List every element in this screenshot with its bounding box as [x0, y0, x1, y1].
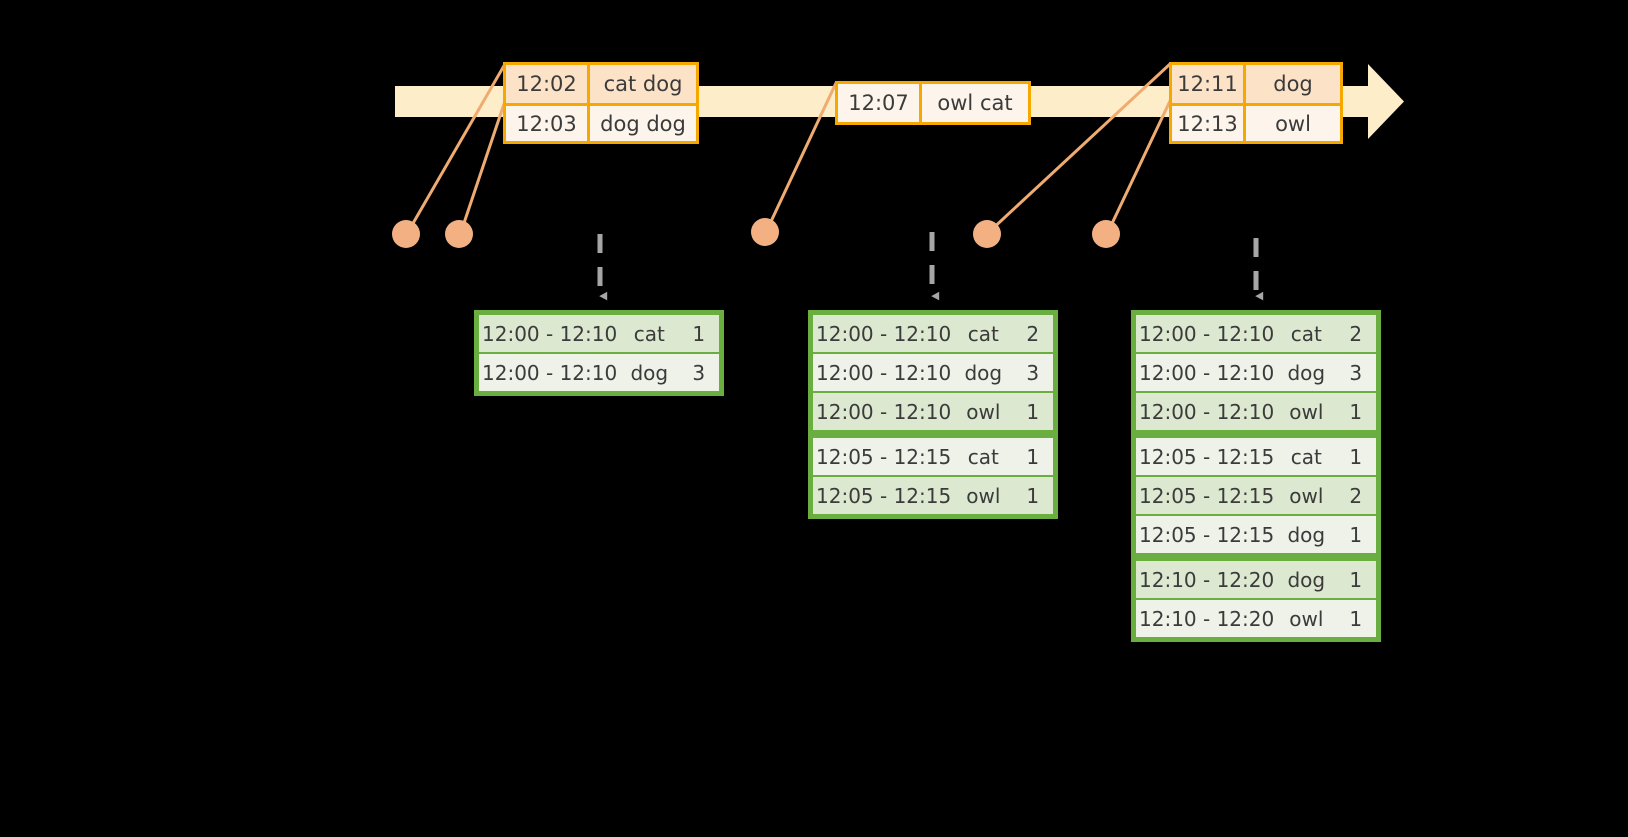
cell-word: cat	[1279, 438, 1334, 475]
cell-word: owl	[956, 477, 1011, 514]
cell-word: owl	[1279, 477, 1334, 514]
event-row: 12:03 dog dog	[506, 103, 696, 141]
connector-dots	[392, 218, 1120, 248]
cell-count: 1	[1335, 600, 1376, 637]
cell-window: 12:05 - 12:15	[1136, 477, 1278, 514]
cell-word: cat	[622, 315, 677, 352]
cell-window: 12:05 - 12:15	[813, 477, 955, 514]
cell-word: dog	[1279, 561, 1334, 598]
table-row: 12:00 - 12:10 dog 3	[1136, 354, 1376, 391]
cell-count: 2	[1335, 477, 1376, 514]
window-group-separator	[1136, 555, 1376, 559]
cell-count: 3	[1335, 354, 1376, 391]
cell-window: 12:00 - 12:10	[479, 354, 621, 391]
connector-dot-4	[973, 220, 1001, 248]
cell-window: 12:00 - 12:10	[813, 315, 955, 352]
cell-word: owl	[956, 393, 1011, 430]
cell-count: 3	[1012, 354, 1053, 391]
cell-word: dog	[622, 354, 677, 391]
cell-word: owl	[1279, 393, 1334, 430]
cell-window: 12:00 - 12:10	[1136, 315, 1278, 352]
table-row: 12:05 - 12:15 owl 2	[1136, 477, 1376, 514]
event-time: 12:11	[1172, 65, 1246, 103]
table-row: 12:00 - 12:10 cat 2	[1136, 315, 1376, 352]
event-row: 12:13 owl	[1172, 103, 1340, 141]
cell-word: owl	[1279, 600, 1334, 637]
cell-word: cat	[956, 315, 1011, 352]
cell-window: 12:05 - 12:15	[1136, 516, 1278, 553]
cell-count: 1	[1335, 516, 1376, 553]
cell-count: 1	[678, 315, 719, 352]
window-group-separator	[813, 432, 1053, 436]
event-words: owl	[1275, 111, 1311, 136]
cell-window: 12:00 - 12:10	[1136, 393, 1278, 430]
connector-dot-1	[392, 220, 420, 248]
event-time: 12:02	[506, 65, 590, 103]
cell-word: dog	[1279, 516, 1334, 553]
cell-count: 1	[1335, 438, 1376, 475]
cell-word: cat	[1279, 315, 1334, 352]
trigger-arrows	[597, 232, 1264, 301]
table-row: 12:00 - 12:10 dog 3	[813, 354, 1053, 391]
connector-dot-2	[445, 220, 473, 248]
table-row: 12:00 - 12:10 cat 1	[479, 315, 719, 352]
result-table-3: 12:00 - 12:10 cat 2 12:00 - 12:10 dog 3 …	[1131, 310, 1381, 642]
table-row: 12:05 - 12:15 cat 1	[813, 438, 1053, 475]
table-row: 12:00 - 12:10 cat 2	[813, 315, 1053, 352]
cell-word: dog	[956, 354, 1011, 391]
cell-word: dog	[1279, 354, 1334, 391]
event-time: 12:03	[506, 106, 590, 141]
cell-window: 12:00 - 12:10	[479, 315, 621, 352]
table-row: 12:05 - 12:15 owl 1	[813, 477, 1053, 514]
cell-count: 1	[1012, 477, 1053, 514]
event-row: 12:11 dog	[1172, 65, 1340, 103]
cell-count: 3	[678, 354, 719, 391]
event-row: 12:02 cat dog	[506, 65, 696, 103]
table-row: 12:00 - 12:10 owl 1	[813, 393, 1053, 430]
cell-count: 1	[1012, 438, 1053, 475]
connector-line-2	[459, 99, 507, 234]
event-words: cat dog	[603, 72, 683, 96]
cell-count: 1	[1335, 561, 1376, 598]
connector-line-5	[1106, 99, 1172, 234]
event-words: dog	[1273, 72, 1313, 96]
event-group-1: 12:02 cat dog 12:03 dog dog	[503, 62, 699, 144]
event-words: dog dog	[600, 111, 686, 136]
cell-window: 12:10 - 12:20	[1136, 600, 1278, 637]
cell-window: 12:00 - 12:10	[813, 393, 955, 430]
cell-window: 12:10 - 12:20	[1136, 561, 1278, 598]
table-row: 12:00 - 12:10 dog 3	[479, 354, 719, 391]
connector-dot-5	[1092, 220, 1120, 248]
cell-window: 12:05 - 12:15	[1136, 438, 1278, 475]
cell-count: 2	[1012, 315, 1053, 352]
cell-count: 1	[1335, 393, 1376, 430]
cell-count: 2	[1335, 315, 1376, 352]
connector-line-3	[765, 81, 838, 232]
cell-window: 12:00 - 12:10	[813, 354, 955, 391]
table-row: 12:05 - 12:15 dog 1	[1136, 516, 1376, 553]
table-row: 12:05 - 12:15 cat 1	[1136, 438, 1376, 475]
event-words: owl cat	[937, 91, 1013, 115]
event-group-3: 12:11 dog 12:13 owl	[1169, 62, 1343, 144]
cell-window: 12:05 - 12:15	[813, 438, 955, 475]
event-row: 12:07 owl cat	[838, 84, 1028, 122]
event-time: 12:07	[838, 84, 922, 122]
result-table-1: 12:00 - 12:10 cat 1 12:00 - 12:10 dog 3	[474, 310, 724, 396]
table-row: 12:00 - 12:10 owl 1	[1136, 393, 1376, 430]
cell-word: cat	[956, 438, 1011, 475]
table-row: 12:10 - 12:20 owl 1	[1136, 600, 1376, 637]
window-group-separator	[1136, 432, 1376, 436]
event-group-2: 12:07 owl cat	[835, 81, 1031, 125]
cell-window: 12:00 - 12:10	[1136, 354, 1278, 391]
result-table-2: 12:00 - 12:10 cat 2 12:00 - 12:10 dog 3 …	[808, 310, 1058, 519]
connector-line-1	[406, 62, 507, 234]
cell-count: 1	[1012, 393, 1053, 430]
event-time: 12:13	[1172, 106, 1246, 141]
table-row: 12:10 - 12:20 dog 1	[1136, 561, 1376, 598]
connector-dot-3	[751, 218, 779, 246]
